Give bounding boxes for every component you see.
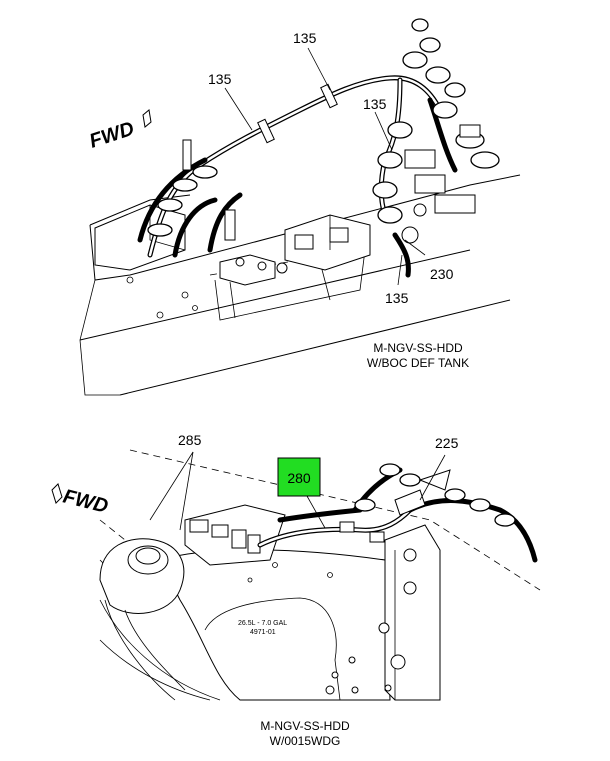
- fwd-arrow-icon: [142, 109, 152, 128]
- def-tank: 26.5L - 7.0 GAL 4971-01: [159, 549, 391, 701]
- top-caption-line1: M-NGV-SS-HDD: [373, 341, 463, 355]
- callout-285: 285: [178, 432, 202, 448]
- harness-135: [137, 18, 500, 278]
- tank-label-line1: 26.5L - 7.0 GAL: [238, 620, 287, 627]
- fwd-indicator-bottom: FWD: [51, 483, 111, 518]
- bottom-view: 26.5L - 7.0 GAL 4971-01: [51, 432, 541, 748]
- crossmember: [378, 524, 441, 701]
- top-caption-line2: W/BOC DEF TANK: [367, 356, 469, 370]
- bottom-caption-line2: W/0015WDG: [270, 734, 341, 748]
- callout-230: 230: [430, 266, 454, 282]
- tank-label-line2: 4971-01: [250, 629, 276, 636]
- callout-225: 225: [435, 435, 459, 451]
- fwd-label: FWD: [61, 486, 111, 518]
- connector-cluster: [401, 149, 476, 244]
- filler-cap: [99, 538, 186, 701]
- clip-mount: [219, 254, 288, 286]
- sensor-module: [184, 504, 286, 566]
- callout-135-a: 135: [293, 30, 317, 46]
- callout-280: 280: [287, 470, 311, 486]
- highlight-box-280: [277, 457, 321, 497]
- fwd-arrow-icon: [51, 483, 63, 504]
- bracket-center: [284, 214, 371, 271]
- bottom-caption-line1: M-NGV-SS-HDD: [260, 719, 350, 733]
- top-view: FWD 135 135 135 135 230 M-NGV-SS-HDD W/B…: [79, 18, 521, 396]
- callout-135-b: 135: [208, 71, 232, 87]
- fwd-indicator-top: FWD: [87, 109, 152, 153]
- bottom-leaders: [149, 451, 446, 531]
- harness-280: [257, 463, 538, 563]
- fwd-label: FWD: [87, 118, 137, 153]
- callout-135-d: 135: [385, 290, 409, 306]
- callout-135-c: 135: [363, 96, 387, 112]
- top-leaders: [224, 47, 426, 286]
